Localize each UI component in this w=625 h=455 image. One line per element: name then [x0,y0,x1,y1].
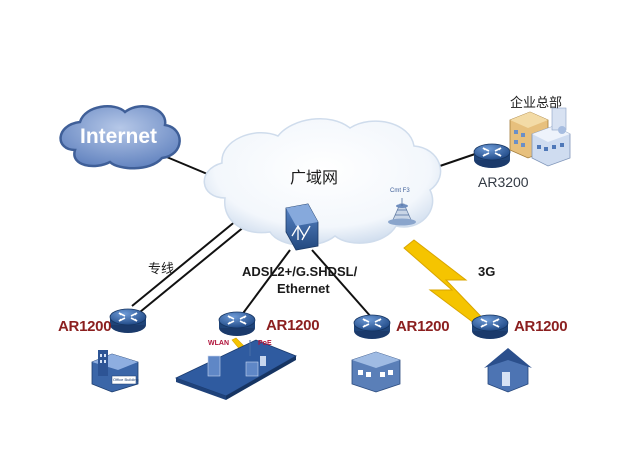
access-line-label-2: Ethernet [277,281,330,296]
hq-label: 企业总部 [510,96,563,111]
access-line-label-1: ADSL2+/G.SHDSL/ [242,264,358,279]
branch-house-icon [484,348,532,393]
router-hq-icon [473,143,511,169]
wireless-3g-label: 3G [478,264,496,279]
internet-label: Internet [80,125,158,148]
access-link-branch3 [311,249,373,319]
router-branch-2-icon [218,311,256,337]
internet-cloud [59,105,181,170]
hq-router-label: AR3200 [478,174,529,190]
router-branch-4-icon [471,314,509,340]
branch-1-router-label: AR1200 [58,318,112,335]
branch-3-router-label: AR1200 [396,318,450,335]
hq-buildings-icon [509,107,571,167]
hq-wan-link [433,152,479,169]
branch-building-icon [351,351,401,393]
leased-line-label: 专线 [148,262,175,277]
router-branch-3-icon [353,314,391,340]
office-building-icon [91,350,139,393]
wlan-label: WLAN [208,340,229,347]
branch-2-router-label: AR1200 [266,317,320,334]
central-switch-icon [285,203,319,251]
leased-line-b [131,219,238,307]
branch-floor-plan-icon [174,339,297,400]
office-building-caption: Office Building [113,377,139,382]
branch-4-router-label: AR1200 [514,318,568,335]
wan-label: 广域网 [290,168,339,187]
leased-line-a [139,225,246,313]
cell-tower-icon [388,198,416,226]
tower-caption: Cmt F3 [390,188,410,194]
router-branch-1-icon [109,308,147,334]
access-link-branch2 [237,249,291,321]
poe-label: PoE [258,340,272,347]
